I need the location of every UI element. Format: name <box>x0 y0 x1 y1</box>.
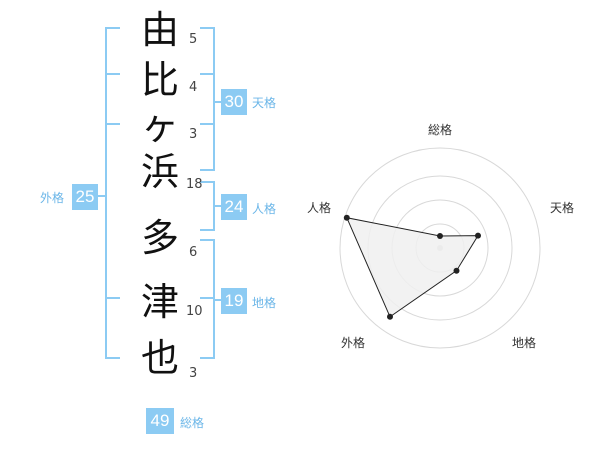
name-char-6: 津 <box>140 280 179 324</box>
chikaku-bracket <box>200 239 222 359</box>
radar-axis-label-tenkaku: 天格 <box>550 201 575 215</box>
name-char-7: 也 <box>140 336 179 380</box>
stroke-count-6: 10 <box>186 304 203 319</box>
soukaku-label: 総格 <box>180 416 205 430</box>
radar-axis-label-jinkaku: 人格 <box>307 201 332 215</box>
radar-axis-label-chikaku: 地格 <box>512 336 537 350</box>
stroke-count-7: 3 <box>189 366 198 381</box>
chikaku-label: 地格 <box>252 296 277 310</box>
radar-point-3 <box>453 267 460 274</box>
chikaku-value-box: 19 <box>221 288 247 314</box>
name-char-3: ヶ <box>140 104 179 148</box>
gaikaku-label: 外格 <box>40 191 65 205</box>
stroke-count-3: 3 <box>189 127 198 142</box>
tenkaku-value-box: 30 <box>221 89 247 115</box>
name-char-1: 由 <box>140 8 179 52</box>
jinkaku-value-box: 24 <box>221 194 247 220</box>
gaikaku-value-box: 25 <box>72 184 98 210</box>
radar-polygon <box>345 217 479 318</box>
stroke-count-1: 5 <box>189 32 198 47</box>
radar-point-1 <box>437 233 443 239</box>
soukaku-value-box: 49 <box>146 408 174 434</box>
name-char-2: 比 <box>140 58 179 102</box>
radar-axis-label-gaikaku: 外格 <box>341 336 366 350</box>
radar-axis-label-soukaku: 総格 <box>428 123 453 137</box>
radar-ring-4 <box>339 147 541 349</box>
name-char-5: 多 <box>140 216 179 260</box>
stroke-count-4: 18 <box>186 177 203 192</box>
jinkaku-bracket <box>200 181 222 231</box>
stroke-count-2: 4 <box>189 80 198 95</box>
tenkaku-label: 天格 <box>252 96 277 110</box>
radar-points <box>343 214 481 320</box>
radar-point-2 <box>475 232 481 239</box>
radar-point-4 <box>387 313 393 320</box>
stroke-count-5: 6 <box>189 245 198 260</box>
tenkaku-bracket <box>200 27 222 171</box>
name-char-4: 浜 <box>140 150 179 194</box>
gaikaku-bracket <box>96 27 120 359</box>
radar-point-5 <box>343 214 350 221</box>
jinkaku-label: 人格 <box>252 202 277 216</box>
